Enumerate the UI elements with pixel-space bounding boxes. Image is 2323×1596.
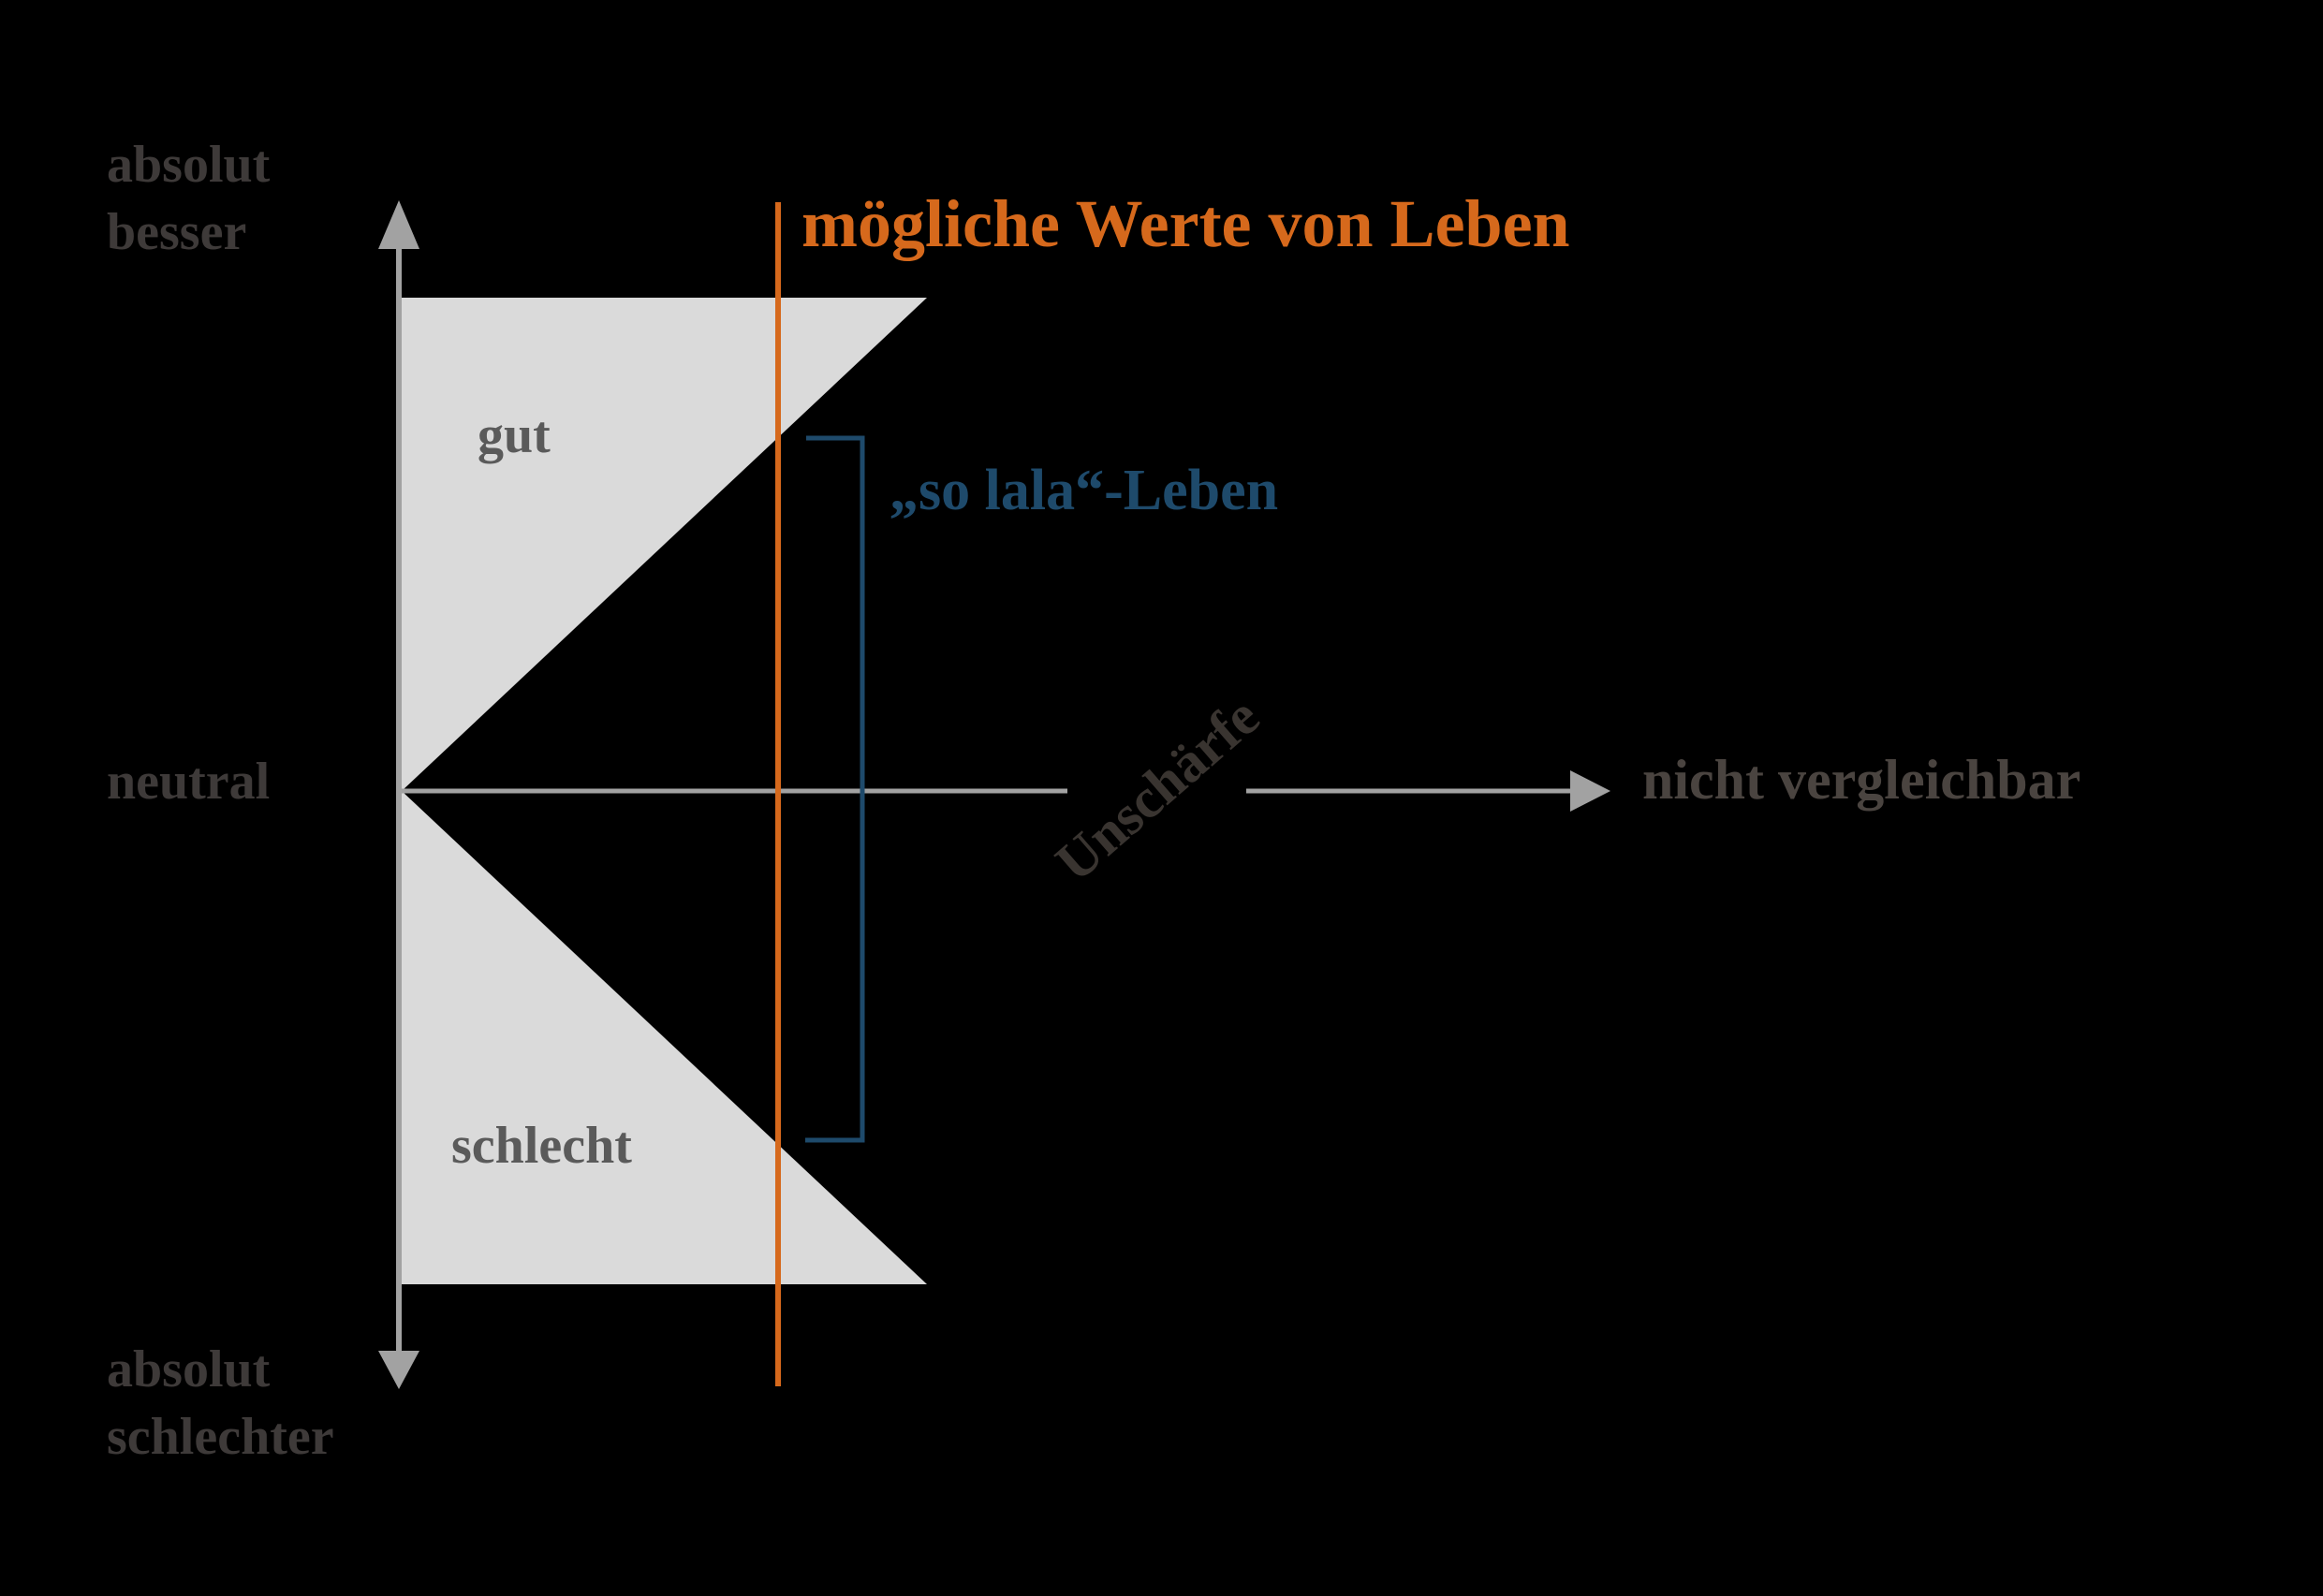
y-axis-bottom-label-line1: absolut: [107, 1340, 271, 1398]
x-axis-end-label: nicht vergleichbar: [1642, 749, 2081, 811]
lower-triangle-schlecht-region: [402, 791, 927, 1284]
vertical-axis-down-arrowhead-icon: [378, 1351, 419, 1389]
y-axis-bottom-label-line2: schlechter: [107, 1408, 334, 1466]
possible-values-line-label: mögliche Werte von Leben: [801, 186, 1570, 261]
horizontal-axis-right-arrowhead-icon: [1570, 770, 1610, 812]
so-lala-bracket: [805, 435, 865, 1143]
so-lala-bracket-label: „so lala“-Leben: [890, 459, 1279, 522]
y-axis-top-label-line1: absolut: [107, 136, 271, 194]
y-axis-origin-label: neutral: [107, 753, 271, 811]
y-axis-top-label: absolut besser: [107, 131, 270, 266]
upper-triangle-gut-region: [402, 298, 927, 791]
y-axis-top-label-line2: besser: [107, 203, 247, 261]
lower-region-label: schlecht: [451, 1117, 632, 1175]
upper-region-label: gut: [478, 406, 551, 464]
vertical-axis-up-arrowhead-icon: [378, 200, 419, 249]
y-axis-bottom-label: absolut schlechter: [107, 1336, 334, 1471]
